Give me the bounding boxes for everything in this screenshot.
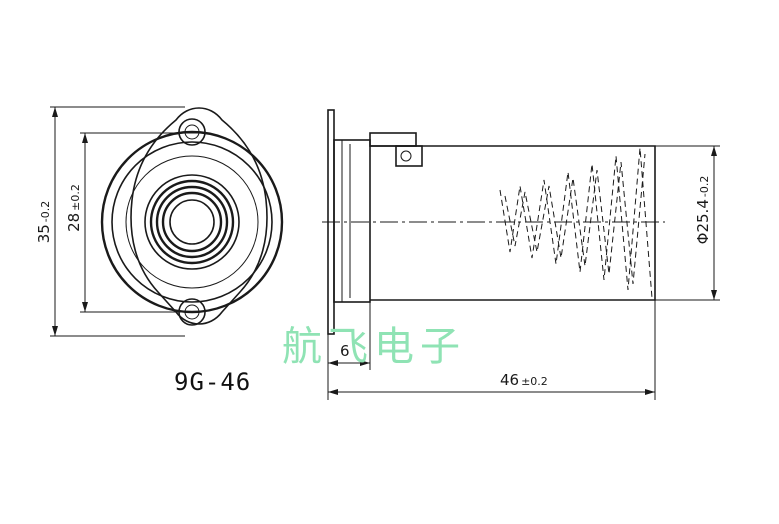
diameter-label: Φ25.4-0.2: [694, 176, 712, 245]
body-inner-circle: [125, 155, 259, 289]
mounting-flange-outline: [130, 107, 268, 325]
body-outer-circle: [100, 130, 284, 314]
offset-label: 6: [340, 342, 350, 360]
arrow-inner-top: [82, 133, 88, 143]
spring-coil: [499, 147, 653, 299]
latch-tab: [395, 145, 423, 167]
socket-ring-1: [161, 191, 223, 253]
socket-ring-2: [155, 185, 229, 259]
model-label: 9G-46: [174, 368, 251, 396]
arrow-diam-top: [711, 146, 717, 156]
arrow-length-left: [328, 389, 338, 395]
outer-height-label: 35-0.2: [35, 201, 53, 244]
length-label: 46±0.2: [500, 371, 548, 389]
arrow-diam-bottom: [711, 290, 717, 300]
arrow-inner-bottom: [82, 302, 88, 312]
arrow-outer-top: [52, 107, 58, 117]
watermark-text: 航飞电子: [282, 324, 466, 370]
arrow-offset-right: [360, 360, 370, 366]
latch-pin: [400, 150, 412, 162]
side-view: Φ25.4-0.2 6 46±0.2: [322, 109, 720, 400]
side-tube-body: [370, 145, 656, 301]
socket-ring-3: [149, 179, 235, 265]
arrow-outer-bottom: [52, 326, 58, 336]
spring-coil-inner: [504, 153, 646, 285]
socket-center-hole: [169, 199, 215, 245]
front-view: 35-0.2 28±0.2 9G-46: [35, 106, 284, 396]
latch-clip: [369, 132, 417, 147]
body-ring-circle: [111, 141, 273, 303]
socket-ring-4: [144, 174, 240, 270]
arrow-length-right: [645, 389, 655, 395]
inner-height-label: 28±0.2: [65, 184, 83, 232]
arrow-offset-left: [328, 360, 338, 366]
side-collar: [333, 139, 371, 303]
